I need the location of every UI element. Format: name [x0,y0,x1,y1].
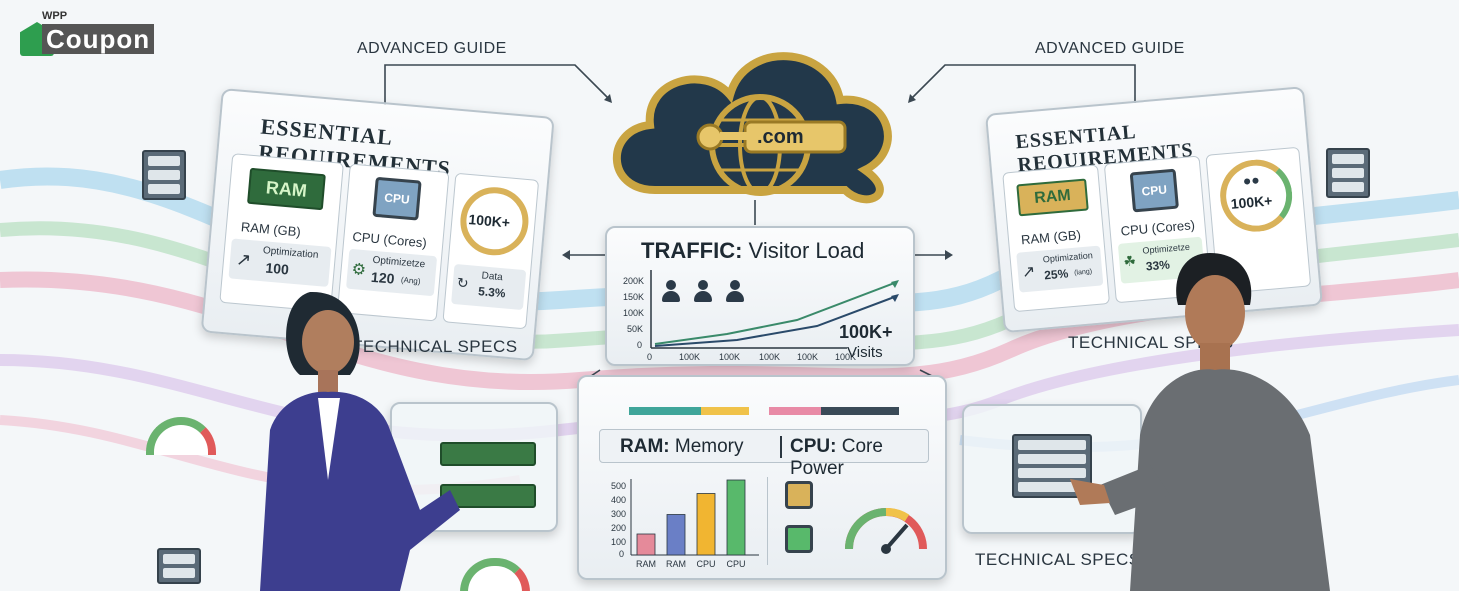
right-gauge-users-icon: ●● [1242,171,1261,189]
resources-panel: RAM: Memory CPU: Core Power 500 400 300 … [577,375,947,580]
traffic-x-tick-2: 100K [719,352,741,362]
res-cpu-chip-icon-2 [785,525,813,553]
res-y-tick-5: 0 [619,549,625,559]
left-cpu-chip-icon: CPU [372,176,422,221]
res-y-tick-2: 300 [611,509,627,519]
traffic-y-tick-4: 0 [637,340,643,350]
resources-ram-bold: RAM: [620,436,670,457]
resources-cpu-rest: Core Power [790,436,883,479]
traffic-y-tick-2: 100K [623,308,645,318]
left-caption: TECHNICAL SPECS [352,337,518,356]
visitor-icon-2 [693,280,713,302]
server-icon-right [1326,148,1370,198]
resources-divider [780,436,782,458]
server-icon-left [142,150,186,200]
domain-label: .com [757,126,804,148]
right-caption: TECHNICAL SPECS [1068,333,1234,352]
ram-module-icon-1 [440,442,536,466]
traffic-x-tick-4: 100K [797,352,819,362]
brand-main: Coupon [42,24,155,54]
traffic-y-tick-1: 150K [623,292,645,302]
woman-illustration [260,291,460,591]
resources-cpu-bold: CPU: [790,436,837,457]
cloud-domain-graphic: .com [595,20,915,210]
bar-label-2: CPU [696,559,715,569]
traffic-x-tick-5: 100K [835,352,857,362]
left-ram-chip-icon: RAM [247,167,326,211]
bottom-caption: TECHNICAL SPECS [975,550,1141,569]
traffic-big: 100K+ [839,322,893,342]
res-cpu-chip-icon-1 [785,481,813,509]
resources-ram-rest: Memory [674,436,744,457]
left-data-val: 5.3% [477,284,507,301]
res-speedometer-icon [845,508,927,554]
traffic-title-bold: TRAFFIC: [641,238,743,263]
resources-top-bar-2 [769,407,899,415]
bar-2 [696,493,716,556]
server-icon-bottom-left [157,548,201,584]
left-data-label: Data [481,270,504,284]
traffic-line-chart [650,270,899,349]
left-cpu-opt: Optimizetze [372,254,426,271]
left-ram-trend-icon: ↗ [235,248,253,271]
bar-label-0: RAM [636,559,656,569]
resources-bar-chart: RAM RAM CPU CPU [630,479,759,569]
visitor-icon-1 [661,280,681,302]
bar-0 [636,533,656,556]
resources-vdivider [767,477,768,565]
traffic-x-tick-0: 0 [647,352,653,362]
bar-label-1: RAM [666,559,686,569]
traffic-title: TRAFFIC: Visitor Load [641,238,864,264]
brand-logo[interactable]: WPP Coupon [20,10,170,58]
left-ram-val: 100 [264,259,290,278]
guide-right-label: ADVANCED GUIDE [1035,40,1185,57]
res-y-tick-4: 100 [611,537,627,547]
traffic-big-sub: Visits [847,344,883,361]
left-ram-label: RAM (GB) [240,219,302,240]
res-y-tick-1: 400 [611,495,627,505]
traffic-y-tick-3: 50K [627,324,644,334]
visitor-icon-3 [725,280,745,302]
bar-1 [666,514,686,556]
traffic-y-tick-0: 200K [623,276,645,286]
left-ram-opt: Optimization [262,245,319,262]
bar-label-3: CPU [726,559,745,569]
res-y-tick-3: 200 [611,523,627,533]
right-ram-chip-icon: RAM [1016,178,1089,217]
resources-ram-title: RAM: Memory [620,436,744,458]
man-illustration [1070,253,1330,591]
bar-3 [726,479,746,556]
traffic-title-rest: Visitor Load [748,238,865,263]
res-y-tick-0: 500 [611,481,627,491]
right-ram-trend-icon: ↗ [1021,263,1037,282]
traffic-x-tick-3: 100K [759,352,781,362]
right-cpu-chip-icon: CPU [1129,168,1179,213]
resources-top-bar [629,407,749,415]
resources-cpu-title: CPU: Core Power [790,436,928,480]
left-cpu-gear-icon: ⚙ [350,261,367,280]
traffic-panel: TRAFFIC: Visitor Load 200K 150K 100K 50K… [605,226,915,366]
brand-top: WPP [42,10,68,22]
servers-panel [962,404,1142,534]
guide-left-label: ADVANCED GUIDE [357,40,507,57]
traffic-x-tick-1: 100K [679,352,701,362]
resources-header: RAM: Memory CPU: Core Power [599,429,929,479]
left-cpu-label: CPU (Cores) [351,228,428,251]
